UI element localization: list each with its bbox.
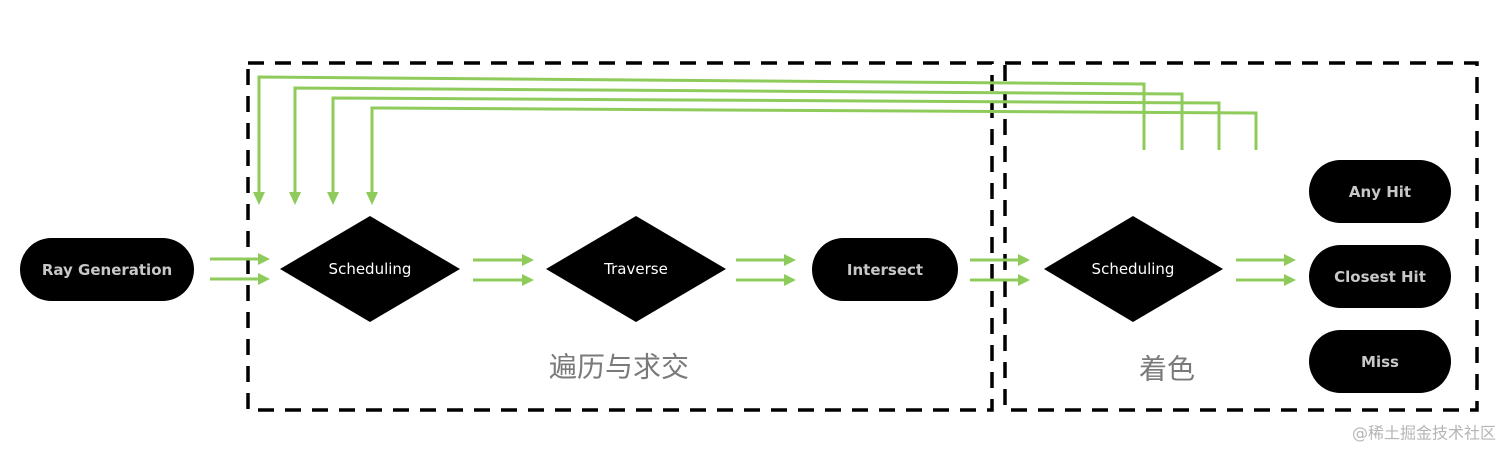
closest-hit-shape: [1309, 245, 1451, 308]
arrowhead: [1284, 274, 1296, 286]
arrowhead: [522, 274, 534, 286]
node-scheduling-1: Scheduling: [280, 216, 460, 322]
node-scheduling-2: Scheduling: [1044, 216, 1223, 322]
closest-hit-label: Closest Hit: [1334, 268, 1426, 286]
arrows-intersect-to-scheduling: [970, 254, 1030, 286]
watermark-text: @稀土掘金技术社区: [1352, 424, 1496, 443]
ray-generation-label: Ray Generation: [42, 261, 172, 279]
feedback-arrow-1: [257, 75, 1146, 194]
node-intersect: Intersect: [812, 238, 958, 301]
region-traversal-box: [246, 61, 994, 412]
node-traverse: Traverse: [546, 216, 726, 322]
arrowhead: [1018, 274, 1030, 286]
intersect-shape: [812, 238, 958, 301]
arrows-scheduling-to-hit-shaders: [1236, 254, 1296, 286]
arrowhead: [784, 274, 796, 286]
arrows-traverse-to-intersect: [736, 254, 796, 286]
arrows-scheduling-to-traverse: [473, 254, 534, 286]
feedback-arrowhead-4: [366, 192, 378, 205]
node-any-hit: Any Hit: [1309, 160, 1451, 223]
traverse-label: Traverse: [603, 260, 668, 278]
any-hit-label: Any Hit: [1349, 183, 1411, 201]
arrowhead: [1284, 254, 1296, 266]
miss-shape: [1309, 330, 1451, 393]
region-shading-box: [1003, 61, 1479, 412]
miss-label: Miss: [1361, 353, 1399, 371]
scheduling-2-label: Scheduling: [1092, 260, 1175, 278]
scheduling-1-label: Scheduling: [329, 260, 412, 278]
any-hit-shape: [1309, 160, 1451, 223]
scheduling-1-shape: [280, 216, 460, 322]
feedback-arrow-3: [331, 96, 1221, 194]
region-shading-label: 着色: [1139, 353, 1195, 386]
arrowhead: [522, 254, 534, 266]
feedback-arrow-2: [293, 86, 1184, 194]
region-traversal-label: 遍历与求交: [549, 351, 689, 384]
feedback-arrowhead-2: [289, 192, 301, 205]
scheduling-2-shape: [1044, 216, 1223, 322]
node-ray-generation: Ray Generation: [20, 238, 194, 301]
node-closest-hit: Closest Hit: [1309, 245, 1451, 308]
feedback-arrowhead-3: [327, 192, 339, 205]
intersect-label: Intersect: [847, 261, 923, 279]
feedback-arrowhead-1: [253, 192, 265, 205]
feedback-arrows: [253, 75, 1258, 205]
arrows-raygen-to-scheduling: [210, 253, 270, 285]
arrowhead: [258, 273, 270, 285]
ray-generation-shape: [20, 238, 194, 301]
feedback-arrow-4: [370, 106, 1258, 194]
arrowhead: [1018, 254, 1030, 266]
arrowhead: [784, 254, 796, 266]
traverse-shape: [546, 216, 726, 322]
node-miss: Miss: [1309, 330, 1451, 393]
arrowhead: [258, 253, 270, 265]
